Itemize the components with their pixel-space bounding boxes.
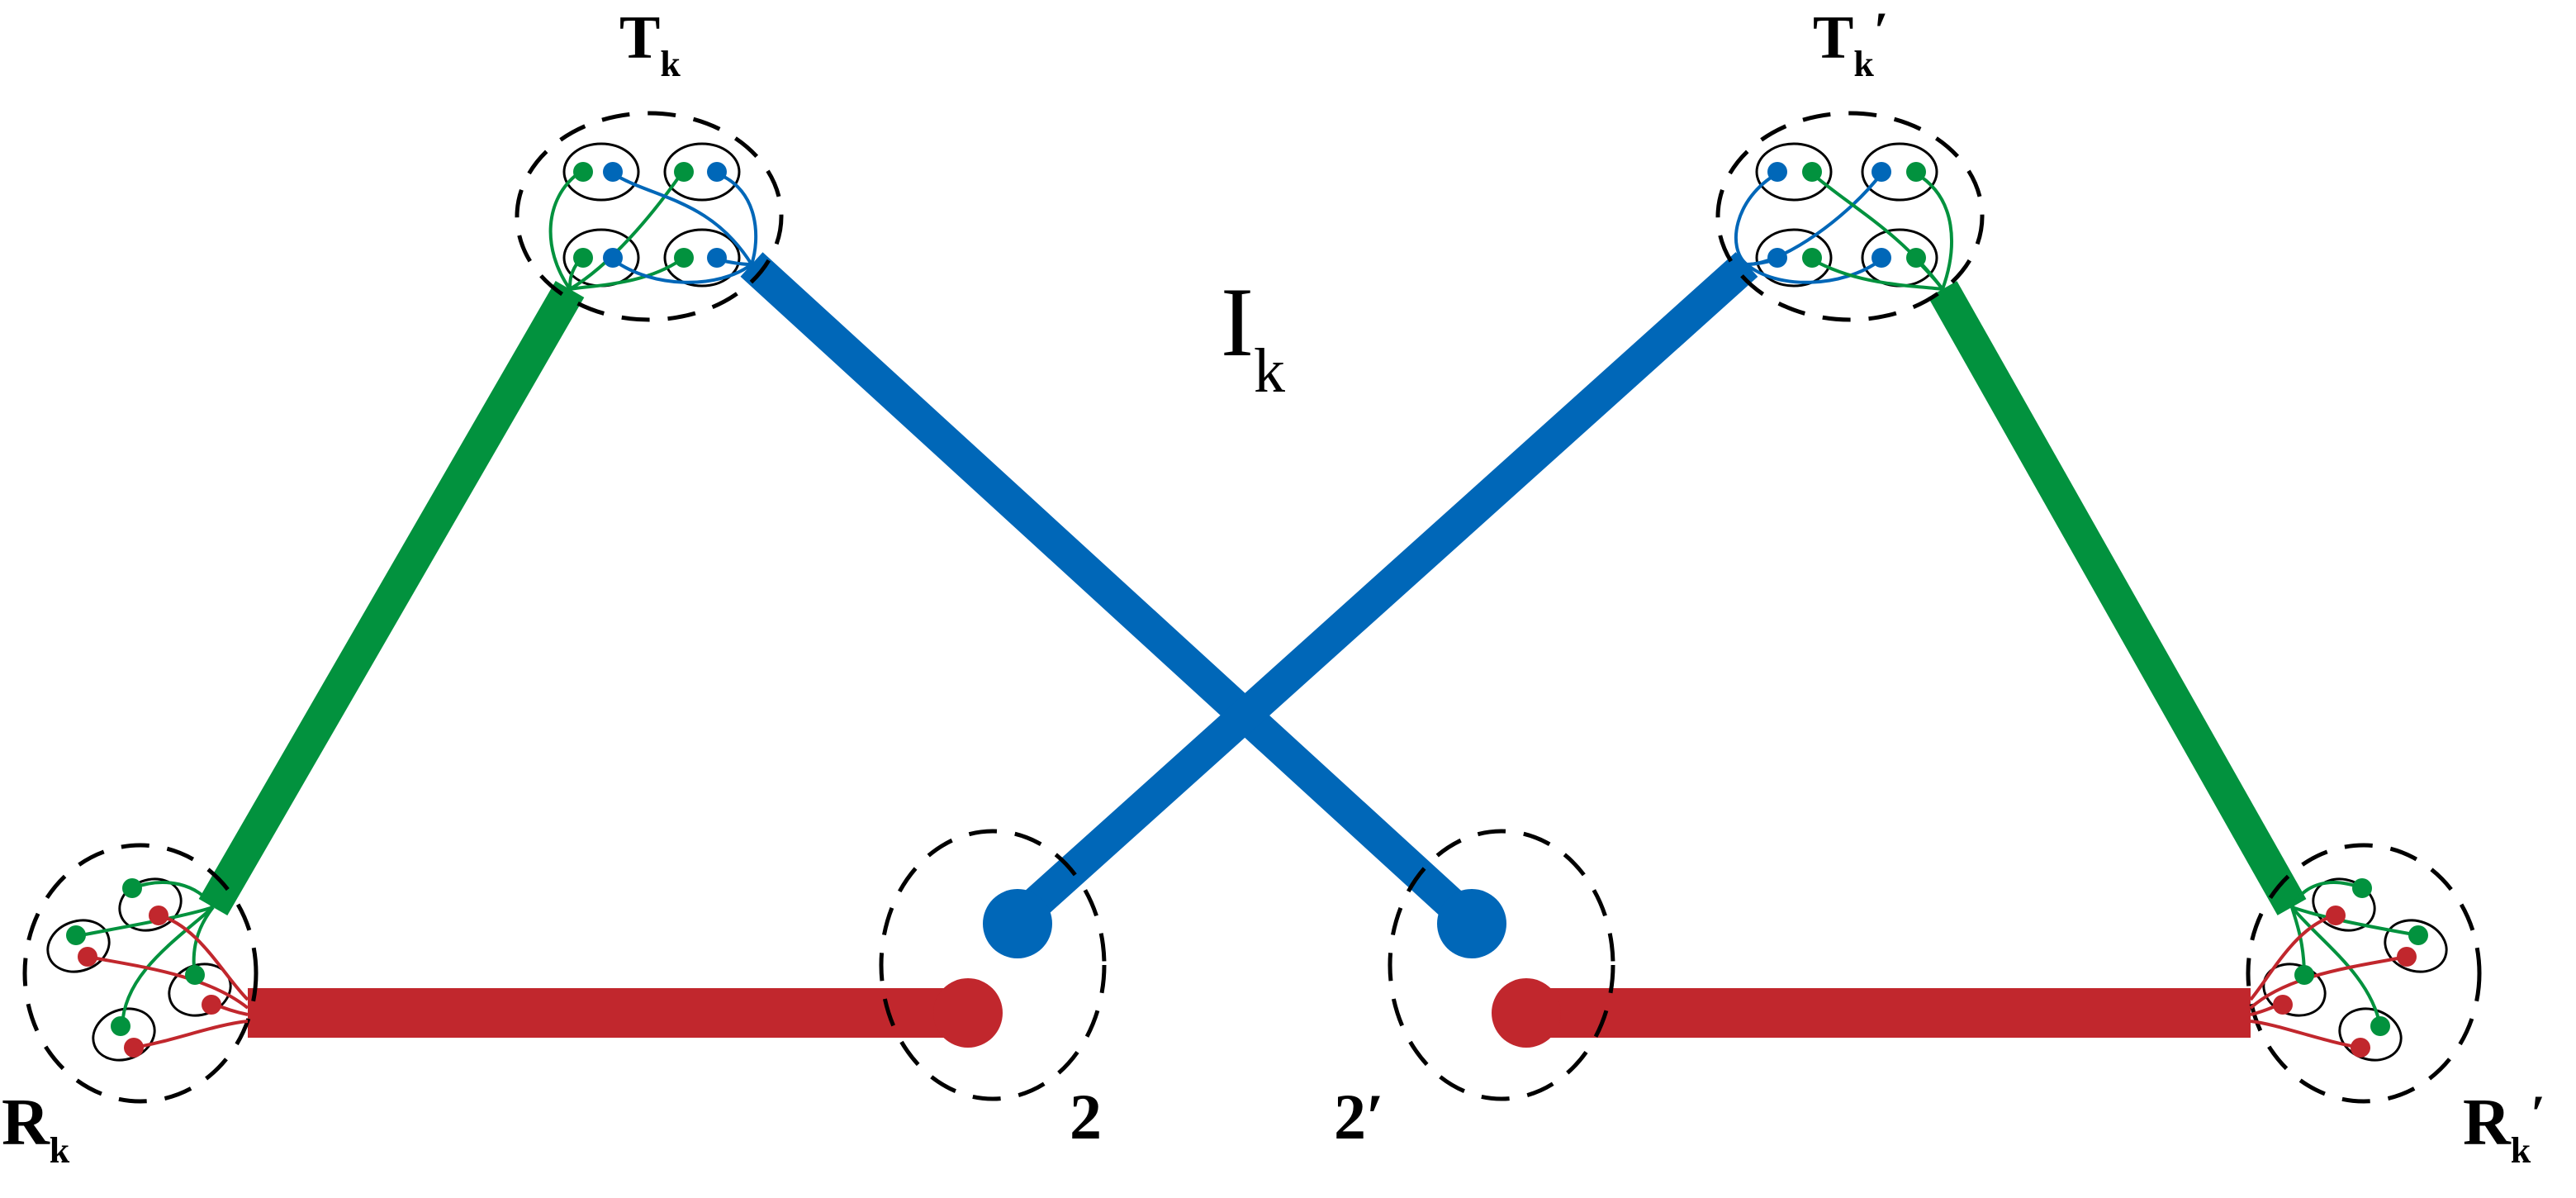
subnode-oval — [663, 228, 741, 288]
node-2-blue-dot — [983, 889, 1052, 958]
label-node-2-prime: 2′ — [1334, 1081, 1384, 1153]
label-r-right: Rk′ — [2463, 1084, 2545, 1171]
label-r-left: Rk — [2, 1086, 70, 1171]
subnode-oval — [1861, 142, 1938, 202]
edge-green-right — [1928, 281, 2307, 915]
edge-blue-left-cross — [740, 252, 1482, 934]
label-t-left: Tk — [619, 4, 681, 84]
label-node-2: 2 — [1070, 1081, 1102, 1153]
cluster-t-right — [1715, 111, 1985, 322]
subnode-oval — [92, 1007, 156, 1062]
node-2-red-dot — [933, 978, 1003, 1048]
subnode-dots — [66, 878, 221, 1058]
subnode-oval — [663, 142, 741, 202]
node-2-dashed-boundary — [879, 829, 1107, 1101]
subnode-oval — [2262, 963, 2327, 1017]
labels: Tk Tk′ Ik Rk Rk′ 2 2′ — [2, 1, 2545, 1171]
subnode-oval — [118, 877, 183, 932]
node-2prime-dashed-boundary — [1388, 829, 1615, 1101]
cluster-r-left — [22, 843, 259, 1104]
edge-blue-right-cross — [1004, 252, 1758, 934]
subnode-dots — [2273, 878, 2428, 1058]
node-2prime-blue-dot — [1437, 889, 1506, 958]
cluster-t-left-dashed-boundary — [515, 111, 784, 322]
subnode-oval — [2338, 1007, 2403, 1062]
cluster-r-left-dashed-boundary — [22, 843, 259, 1104]
subnode-oval — [168, 963, 232, 1017]
cluster-t-left — [515, 111, 784, 322]
edge-green-left — [198, 280, 585, 916]
subnode-oval — [562, 142, 640, 202]
subnode-dots — [1767, 162, 1926, 268]
subnode-oval — [2384, 919, 2448, 973]
node-2prime-red-dot — [1492, 978, 1561, 1048]
label-center-i: Ik — [1221, 267, 1285, 406]
edges — [198, 252, 2307, 1038]
subnode-oval — [2312, 877, 2376, 932]
endpoints — [879, 829, 1615, 1101]
cluster-r-right — [2246, 843, 2482, 1104]
subnode-oval — [1755, 228, 1833, 288]
label-t-right: Tk′ — [1813, 1, 1889, 84]
subnode-oval — [1755, 142, 1833, 202]
subnode-dots — [573, 162, 727, 268]
cluster-t-right-dashed-boundary — [1715, 111, 1985, 322]
subnode-oval — [46, 919, 111, 973]
cluster-r-right-dashed-boundary — [2246, 843, 2482, 1104]
